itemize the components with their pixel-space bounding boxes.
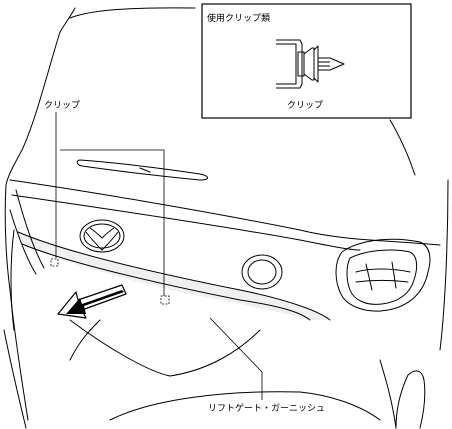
removal-direction-arrow bbox=[57, 284, 127, 319]
clip-markers bbox=[50, 258, 170, 305]
inset-title: 使用クリップ類 bbox=[207, 12, 270, 24]
clip-marker-right bbox=[160, 295, 170, 305]
brand-emblem bbox=[79, 219, 125, 253]
garnish-highlight bbox=[18, 232, 330, 320]
garnish-callout-label: リフトゲート・ガーニッシュ bbox=[208, 402, 325, 414]
leader-lines bbox=[55, 112, 263, 400]
clip-marker-left bbox=[50, 258, 59, 267]
clip-inset-box: 使用クリップ類 クリップ bbox=[201, 3, 412, 119]
clip-callout-label: クリップ bbox=[44, 100, 80, 111]
inset-clip-label: クリップ bbox=[287, 100, 323, 111]
clip-illustration bbox=[276, 39, 345, 89]
rear-round-lamp bbox=[241, 254, 283, 290]
vehicle-body-outline bbox=[3, 7, 449, 429]
